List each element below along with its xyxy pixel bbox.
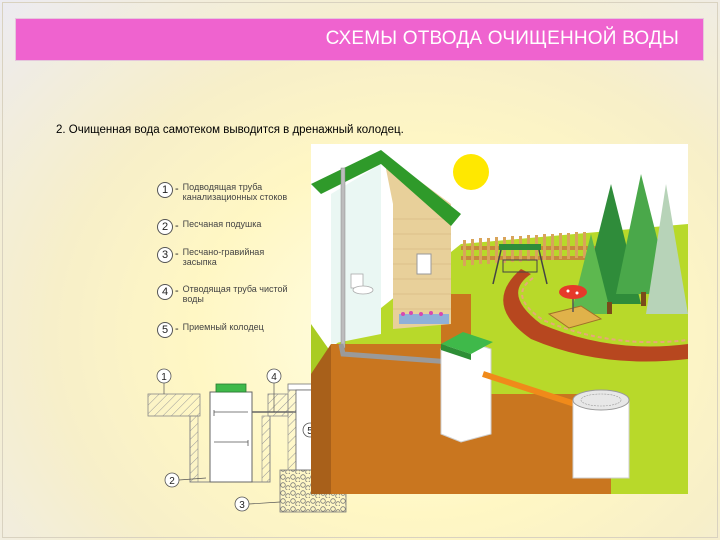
outlet-pipe	[482, 371, 582, 409]
house-window	[416, 253, 432, 275]
roof	[311, 150, 461, 226]
house	[311, 150, 461, 349]
callout-number: 1	[161, 372, 167, 383]
tank-lid	[215, 383, 247, 393]
callout-number: 5	[307, 426, 313, 437]
legend-number: 2	[157, 219, 173, 235]
legend-item: 5 - Приемный колодец	[157, 322, 303, 338]
ground-section	[147, 393, 201, 417]
inlet-pipe	[338, 343, 452, 365]
septic-system-illustration	[311, 144, 688, 494]
trees	[571, 174, 688, 314]
legend-dash: -	[175, 220, 179, 232]
legend-number: 3	[157, 247, 173, 263]
septic-tank	[440, 332, 493, 443]
septic-tank	[209, 391, 253, 483]
legend-item: 2 - Песчаная подушка	[157, 219, 303, 235]
legend-number: 1	[157, 182, 173, 198]
legend-dash: -	[175, 248, 179, 260]
slide-title: СХЕМЫ ОТВОДА ОЧИЩЕННОЙ ВОДЫ	[325, 28, 679, 49]
callout-1: 1	[156, 368, 172, 394]
legend-dash: -	[175, 183, 179, 195]
slide-subtitle: 2. Очищенная вода самотеком выводится в …	[56, 124, 404, 136]
legend-item: 1 - Подводящая труба канализационных сто…	[157, 182, 303, 202]
vent-pipe	[340, 167, 346, 349]
legend-label: Песчано-гравийная засыпка	[182, 247, 265, 267]
callout-3: 3	[234, 496, 281, 512]
sandbox	[547, 285, 603, 329]
legend-item: 3 - Песчано-гравийная засыпка	[157, 247, 293, 267]
callout-2: 2	[164, 472, 207, 488]
title-bar: СХЕМЫ ОТВОДА ОЧИЩЕННОЙ ВОДЫ	[15, 18, 704, 61]
legend-dash: -	[175, 323, 179, 335]
sun-icon	[453, 154, 489, 190]
legend-label: Отводящая труба чистой воды	[182, 284, 288, 304]
legend-item: 4 - Отводящая труба чистой воды	[157, 284, 301, 304]
legend-dash: -	[175, 285, 179, 297]
callout-number: 4	[271, 372, 277, 383]
ground-section	[267, 393, 289, 417]
drainage-well	[572, 389, 630, 479]
garden-swing	[492, 244, 548, 285]
legend-label: Подводящая труба канализационных стоков	[182, 182, 288, 202]
brick-path	[503, 269, 688, 362]
callout-number: 3	[239, 500, 245, 511]
legend-label: Песчаная подушка	[182, 219, 262, 229]
legend-number: 4	[157, 284, 173, 300]
legend-label: Приемный колодец	[182, 322, 264, 332]
callout-4: 4	[266, 368, 282, 412]
callout-number: 2	[169, 476, 175, 487]
legend-number: 5	[157, 322, 173, 338]
